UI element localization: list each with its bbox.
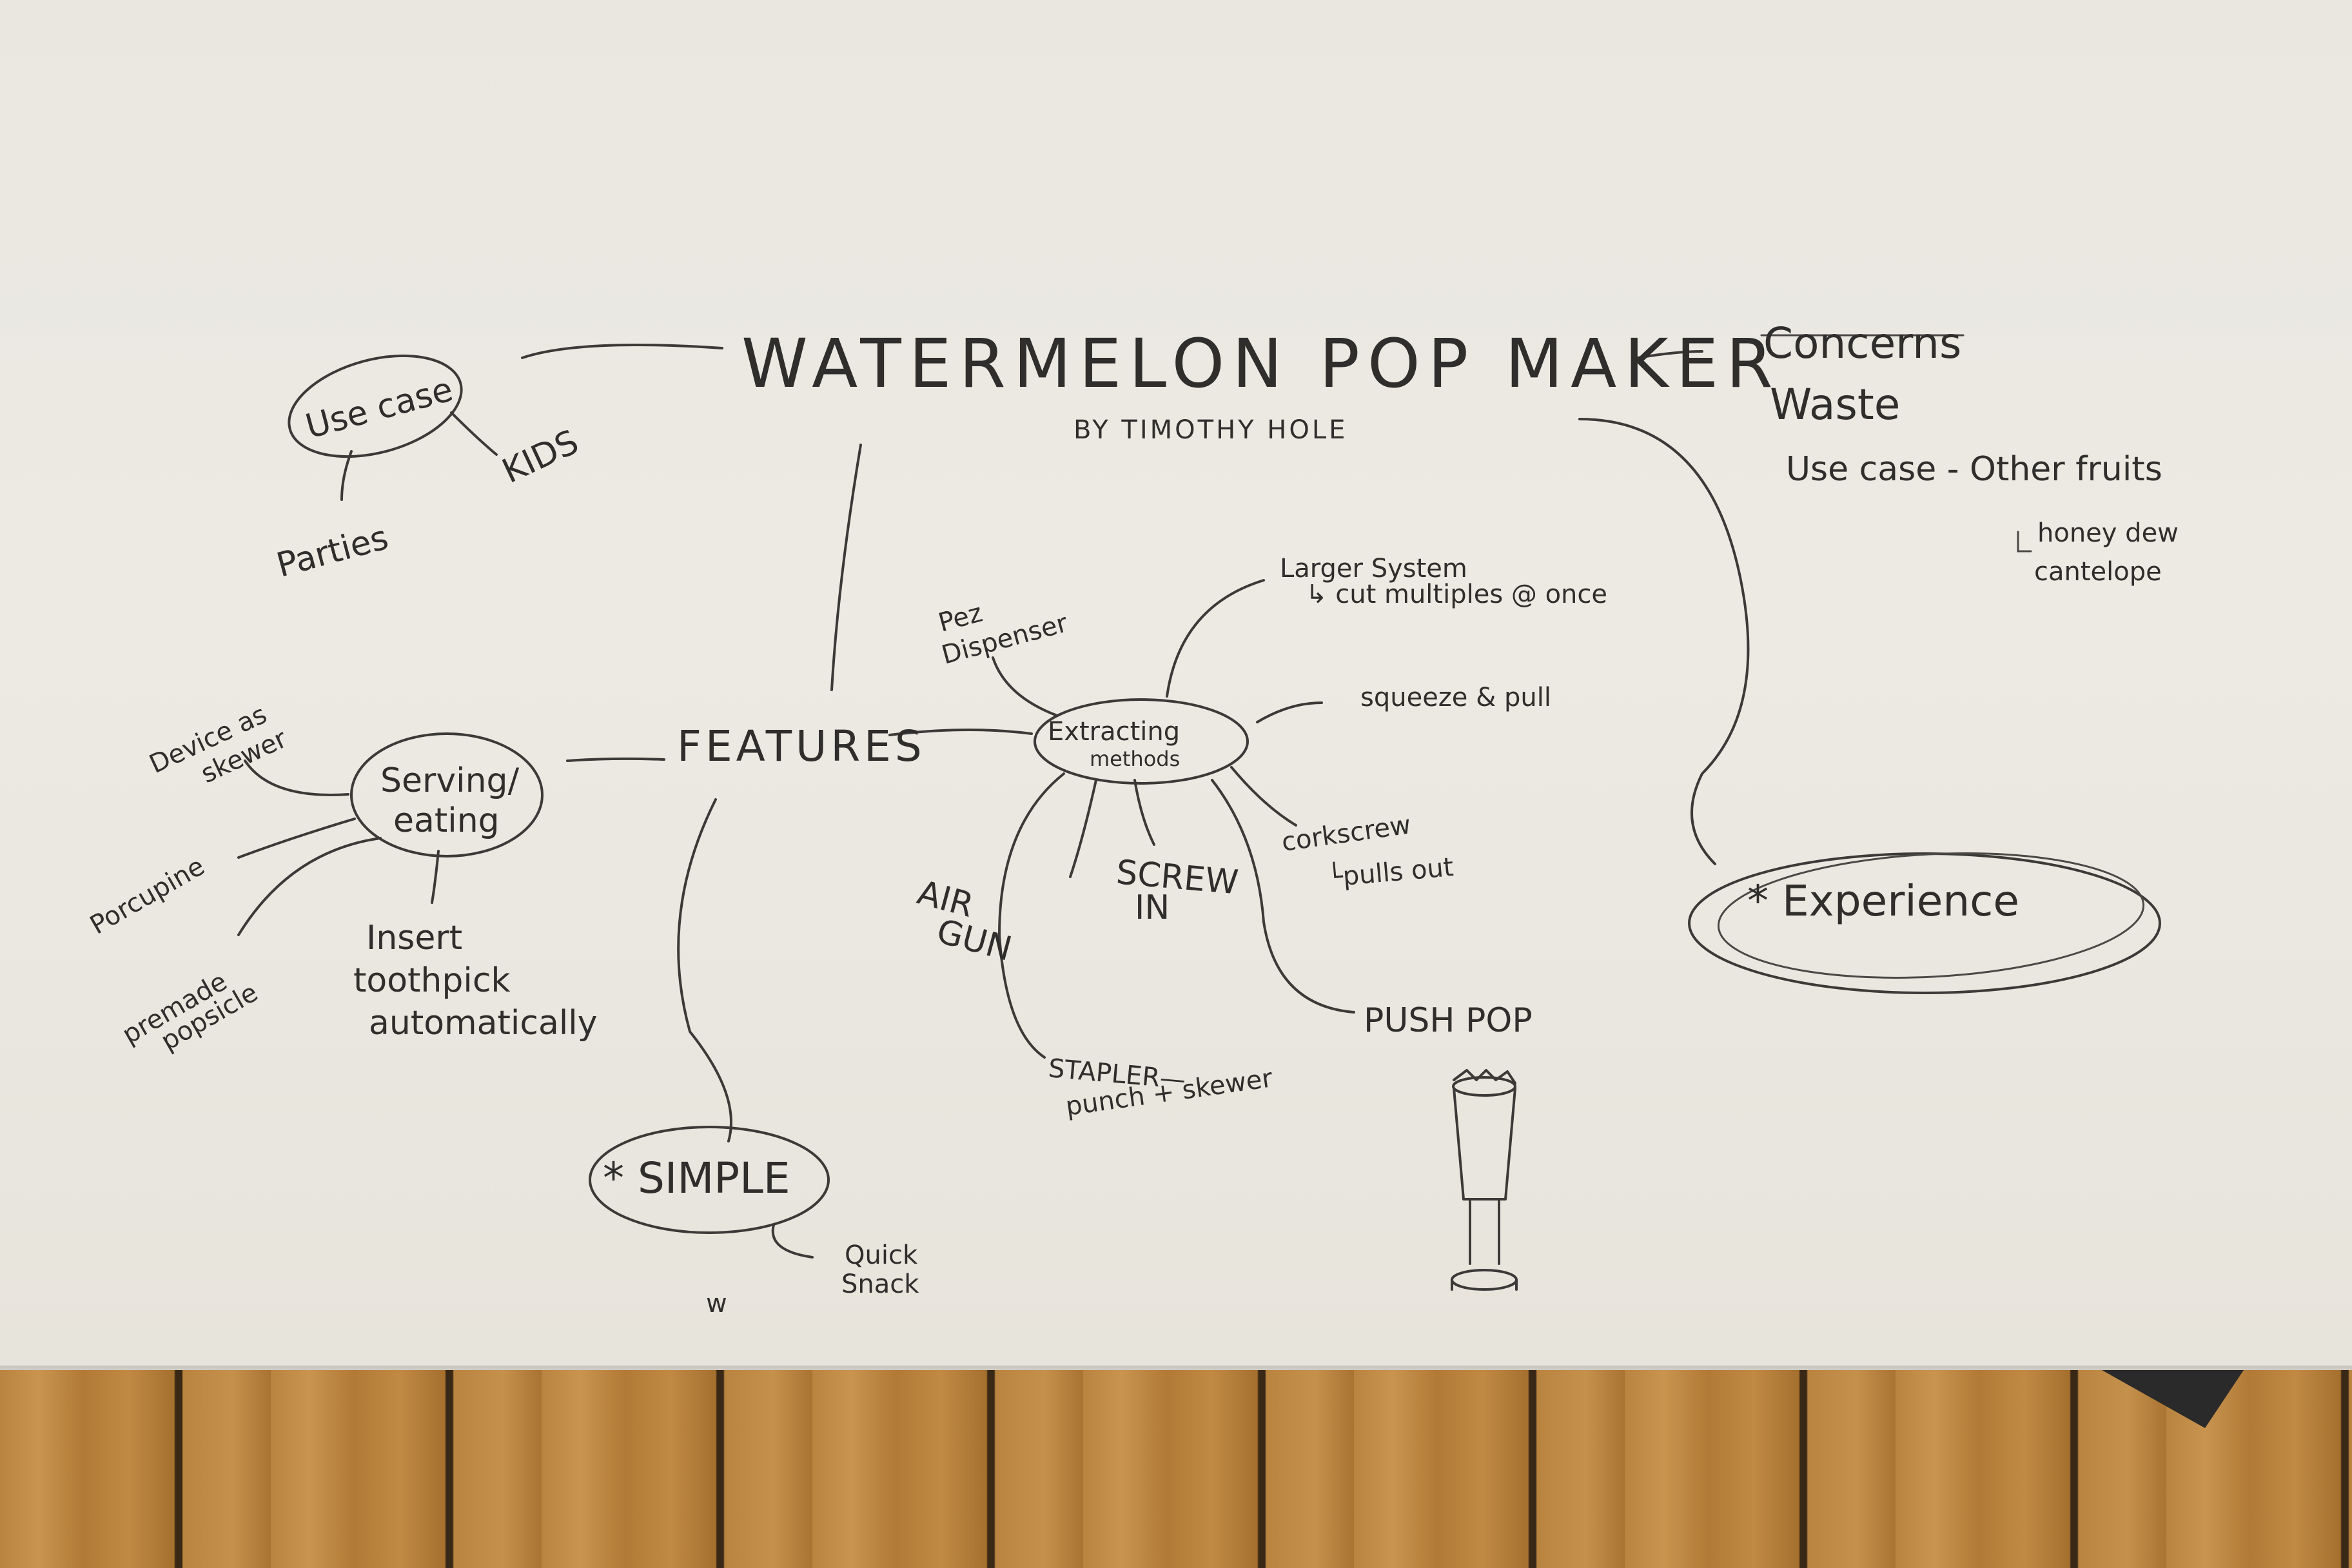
extracting-ellipse [1034, 698, 1249, 785]
node-ellipses [288, 354, 2161, 1234]
line-title-concerns [1636, 350, 1703, 359]
connector-lines [237, 334, 2032, 1259]
simple-label: * SIMPLE [603, 1153, 790, 1203]
line-usecase-parties [340, 450, 353, 501]
serving-ellipse [350, 732, 544, 858]
concerns-honeydew: honey dew [2037, 518, 2179, 548]
extract-corkscrew-2: └pulls out [1326, 851, 1455, 893]
simple-snack: Snack [841, 1269, 919, 1299]
line-extract-pez [992, 656, 1059, 717]
extract-screw-1: SCREW [1115, 853, 1240, 902]
line-features-extracting [888, 728, 1033, 736]
line-title-experience [1578, 418, 1750, 865]
experience-ellipse-inner [1717, 852, 2145, 979]
push-pop-sketch [1451, 1069, 1518, 1291]
usecase-kids: KIDS [496, 423, 584, 491]
line-features-simple [677, 798, 732, 1142]
simple-ellipse [589, 1126, 830, 1234]
serving-porcupine: Porcupine [85, 852, 210, 941]
serving-toothpick-3: automatically [369, 1004, 598, 1043]
extract-corkscrew-1: corkscrew [1280, 810, 1413, 858]
usecase-ellipse [288, 354, 463, 458]
usecase-parties: Parties [273, 518, 393, 585]
serving-label-1: Serving/ [380, 761, 520, 800]
extracting-label-1: Extracting [1048, 717, 1180, 747]
push-pop-tube [1453, 1087, 1516, 1200]
tape-corner [2102, 1370, 2244, 1428]
extract-squeeze: squeeze & pull [1360, 683, 1551, 712]
line-extract-corkscrew [1230, 766, 1297, 827]
mind-map-diagram: WATERMELON POP MAKER BY TIMOTHY HOLE Use… [85, 318, 2179, 1318]
push-pop-base [1451, 1269, 1518, 1291]
line-extract-screw [1133, 779, 1155, 846]
line-simple-quicksnack [771, 1224, 814, 1259]
extracting-label-2: methods [1090, 747, 1180, 771]
byline-text: BY TIMOTHY HOLE [1073, 415, 1348, 445]
experience-label: * Experience [1747, 876, 2019, 926]
extract-screw-2: IN [1135, 888, 1170, 927]
stray-mark: w [706, 1289, 727, 1318]
title-text: WATERMELON POP MAKER [741, 324, 1781, 403]
extract-airgun-2: GUN [933, 912, 1016, 969]
line-extract-stapler [998, 772, 1065, 1059]
line-serving-skewer [244, 760, 349, 796]
line-extract-airgun [1069, 779, 1097, 878]
paper-sheet [0, 0, 2352, 1370]
serving-toothpick-1: Insert [366, 919, 462, 957]
push-pop-base-sides [1451, 1279, 1518, 1291]
push-pop-stick [1469, 1198, 1500, 1265]
concerns-usecase-fruits: Use case - Other fruits [1786, 450, 2162, 489]
line-extract-larger [1166, 579, 1265, 698]
serving-label-2: eating [393, 801, 500, 840]
line-serving-porcupine [237, 818, 356, 859]
extract-larger-1: Larger System [1280, 554, 1467, 583]
line-features-serving [566, 757, 665, 762]
concerns-label: Concerns [1763, 318, 1961, 368]
usecase-label: Use case [302, 370, 457, 446]
simple-quick: Quick [845, 1240, 918, 1270]
concerns-waste: Waste [1770, 380, 1900, 429]
serving-toothpick-2: toothpick [353, 961, 511, 1000]
line-extract-squeeze [1256, 701, 1323, 723]
extract-pushpop: PUSH POP [1364, 1001, 1533, 1040]
line-extract-pushpop [1211, 779, 1355, 1014]
line-title-features [830, 444, 862, 691]
line-serving-popsicle [237, 837, 382, 936]
wood-floor [0, 1370, 2352, 1568]
concerns-sub-arrow-line [2017, 531, 2032, 553]
concerns-cantelope: cantelope [2034, 557, 2162, 587]
line-serving-toothpick [431, 850, 440, 904]
push-pop-rim [1452, 1076, 1516, 1097]
push-pop-top-edge [1453, 1069, 1516, 1084]
features-label: FEATURES [677, 721, 926, 771]
extract-larger-2: ↳ cut multiples @ once [1306, 580, 1607, 609]
line-title-usecase [521, 344, 723, 359]
line-usecase-kids [450, 411, 498, 456]
